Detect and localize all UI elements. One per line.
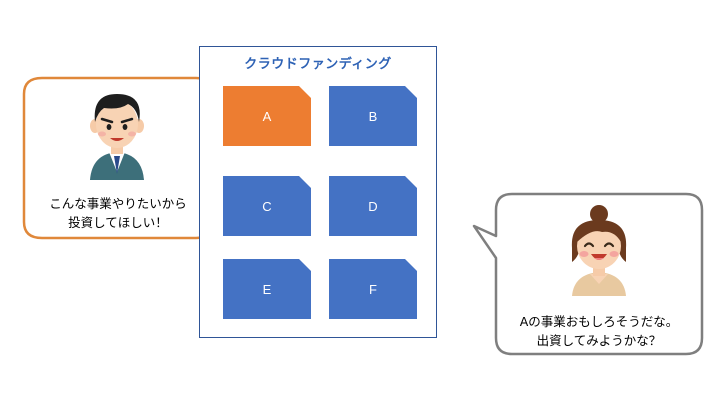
panel-title: クラウドファンディング (244, 57, 392, 72)
woman-icon (571, 205, 627, 296)
project-card-d[interactable]: D (329, 176, 417, 236)
project-card-e[interactable]: E (223, 259, 311, 319)
card-label-f: F (369, 281, 377, 297)
card-label-a: A (262, 108, 272, 124)
project-card-a[interactable]: A (223, 86, 311, 146)
left-bubble-line1: こんな事業やりたいから (49, 196, 187, 211)
left-bubble-text: こんな事業やりたいから 投資してほしい！ (24, 194, 212, 232)
right-bubble-line1: Aの事業おもしろそうだな。 (519, 314, 679, 329)
card-label-e: E (262, 281, 272, 297)
card-label-b: B (368, 108, 378, 124)
project-card-b[interactable]: B (329, 86, 417, 146)
project-card-f[interactable]: F (329, 259, 417, 319)
right-bubble-text: Aの事業おもしろそうだな。 出資してみようかな？ (496, 312, 702, 350)
card-label-c: C (262, 198, 272, 214)
businessman-icon (90, 94, 144, 180)
left-bubble-line2: 投資してほしい！ (68, 215, 168, 230)
project-card-c[interactable]: C (223, 176, 311, 236)
card-label-d: D (368, 198, 378, 214)
right-bubble-line2: 出資してみようかな？ (536, 333, 662, 348)
